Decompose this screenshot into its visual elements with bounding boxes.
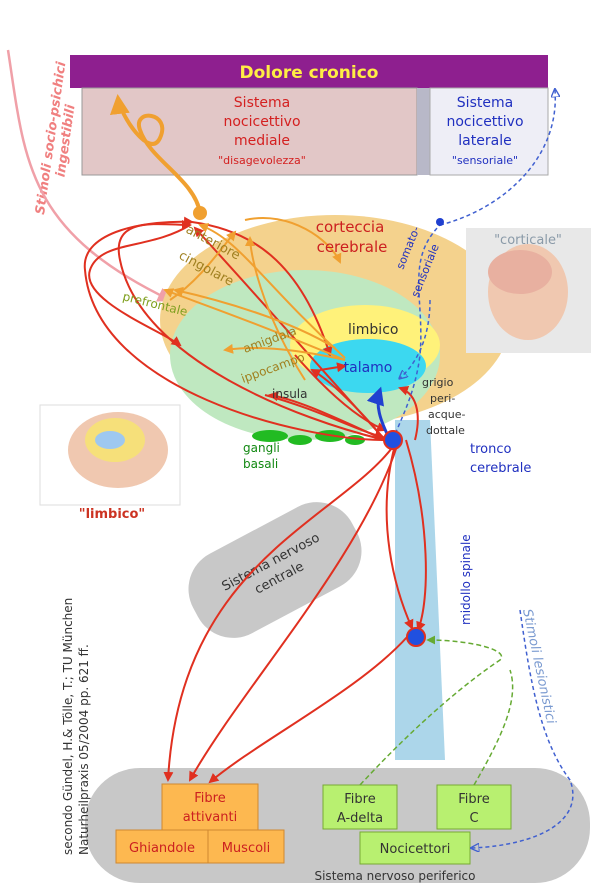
medial-line1: Sistema bbox=[234, 95, 290, 111]
insula-label: insula bbox=[272, 387, 307, 401]
red-arrow bbox=[210, 636, 408, 782]
fibre-c-line1: Fibre bbox=[458, 792, 489, 807]
brainstem-line2: cerebrale bbox=[470, 461, 531, 476]
brainstem-node bbox=[384, 431, 402, 449]
spinal-cord-label: midollo spinale bbox=[459, 534, 473, 625]
nocicettori-label: Nocicettori bbox=[380, 842, 451, 857]
basal-ganglia-line1: gangli bbox=[243, 441, 280, 455]
pag-line4: dottale bbox=[426, 424, 465, 437]
cortex-line1: corteccia bbox=[316, 218, 385, 236]
pns-label: Sistema nervoso periferico bbox=[314, 869, 475, 883]
blue-node bbox=[436, 218, 444, 226]
brainstem-line1: tronco bbox=[470, 442, 511, 457]
fibre-c-line2: C bbox=[469, 811, 478, 826]
lateral-line1: Sistema bbox=[457, 95, 513, 111]
fibre-adelta-line1: Fibre bbox=[344, 792, 375, 807]
limbic-label: limbico bbox=[348, 322, 398, 338]
cns-shape bbox=[174, 488, 375, 652]
pag-line3: acque- bbox=[428, 408, 466, 421]
basal-ganglia-blob bbox=[288, 435, 312, 445]
brain-shape bbox=[488, 250, 552, 294]
citation-line2: Naturheilpraxis 05/2004 pp. 621 ff. bbox=[77, 644, 91, 855]
limbic-image-label: "limbico" bbox=[79, 507, 145, 522]
medial-line3: mediale bbox=[234, 133, 290, 149]
title: Dolore cronico bbox=[240, 63, 379, 83]
green-dashed-line bbox=[474, 670, 513, 785]
muscoli-label: Muscoli bbox=[222, 841, 271, 856]
lateral-line3: laterale bbox=[458, 133, 511, 149]
spinal-node bbox=[407, 628, 425, 646]
basal-ganglia-line2: basali bbox=[243, 457, 278, 471]
ghiandole-label: Ghiandole bbox=[129, 841, 195, 856]
cortex-line2: cerebrale bbox=[317, 238, 388, 256]
pag-line1: grigio bbox=[422, 376, 454, 389]
cortical-label: "corticale" bbox=[494, 233, 562, 248]
fibre-attivanti-line1: Fibre bbox=[194, 791, 225, 806]
thalamus-label: talamo bbox=[344, 360, 393, 376]
cingulate-node bbox=[193, 206, 207, 220]
citation-line1: secondo Gündel, H.& Tölle, T.; TU Münche… bbox=[61, 598, 75, 855]
fibre-adelta-line2: A-delta bbox=[337, 811, 383, 826]
lateral-line2: nocicettivo bbox=[446, 114, 523, 130]
medial-quote: "disagevolezza" bbox=[218, 154, 306, 167]
divider bbox=[417, 88, 430, 175]
lateral-quote: "sensoriale" bbox=[452, 154, 518, 167]
limbic-inner-shape bbox=[95, 431, 125, 449]
pag-line2: peri- bbox=[430, 392, 455, 405]
fibre-attivanti-line2: attivanti bbox=[183, 810, 237, 825]
medial-line2: nocicettivo bbox=[223, 114, 300, 130]
